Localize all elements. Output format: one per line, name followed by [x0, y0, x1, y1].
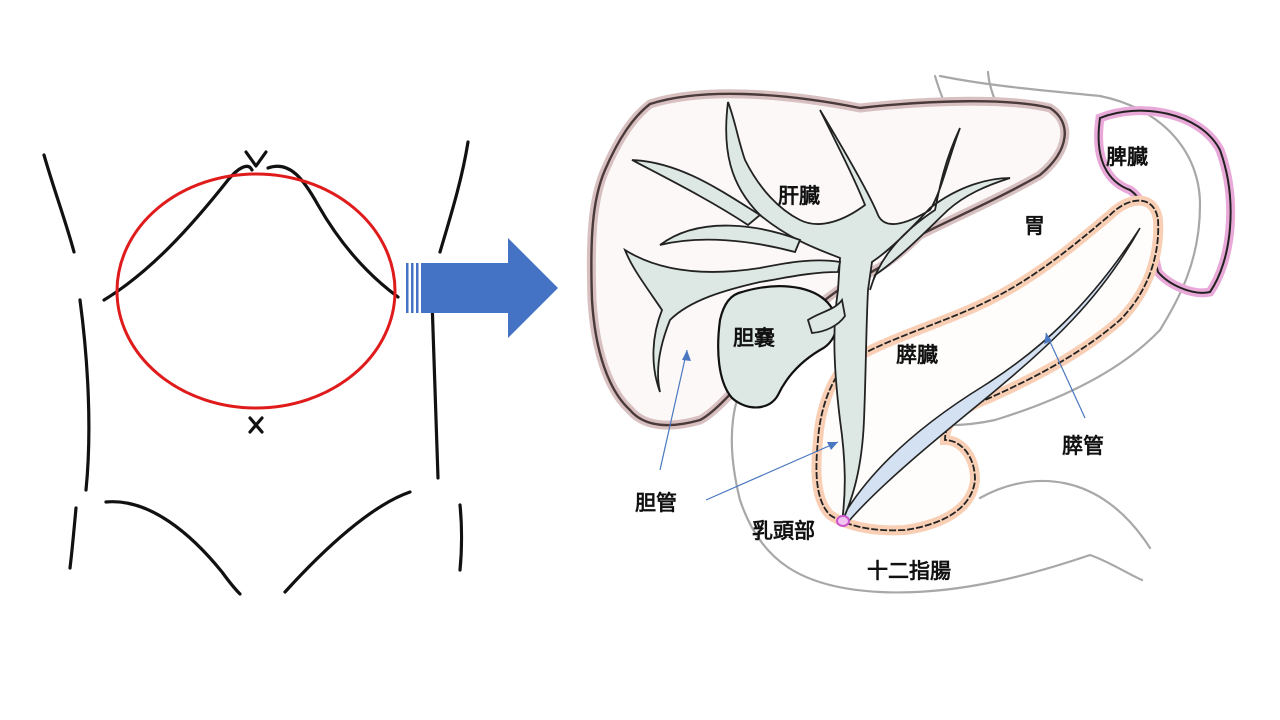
papilla-marker — [836, 515, 850, 527]
stomach-outline — [858, 74, 1202, 427]
pancreas — [811, 195, 1164, 536]
cystic-duct — [806, 297, 846, 334]
bile-duct-trunk — [725, 101, 1011, 523]
groin-right-curve — [283, 490, 412, 594]
organ-labels: 肝臓 胃 脾臓 胆嚢 膵臓 膵管 胆管 乳頭部 十二指腸 — [635, 145, 1148, 583]
label-gallbladder: 胆嚢 — [733, 326, 776, 350]
direction-arrow-icon — [406, 238, 558, 338]
bile-duct-lower-left-branch — [623, 247, 842, 393]
rib-cage-left — [102, 164, 254, 302]
spleen-outline — [1097, 109, 1232, 294]
duodenum — [730, 358, 1152, 594]
bile-duct-tree — [623, 101, 1011, 523]
label-papilla: 乳頭部 — [752, 519, 815, 543]
rib-cage-right — [266, 164, 400, 299]
leader-lines — [659, 332, 1086, 501]
label-stomach: 胃 — [1024, 214, 1045, 238]
torso-sketch — [42, 140, 470, 596]
pancreas-outline — [815, 199, 1160, 532]
bile-duct-left-branch-2 — [659, 224, 802, 254]
groin-left-curve — [104, 500, 242, 596]
focus-ellipse — [115, 172, 397, 410]
label-spleen: 脾臓 — [1106, 145, 1148, 169]
pelvis-left-line — [68, 506, 78, 570]
spleen — [1094, 106, 1236, 298]
torso-left-side-lower — [78, 298, 91, 492]
pelvis-right-line — [458, 503, 464, 572]
navel-mark-icon — [248, 416, 264, 434]
gallbladder-shape — [717, 285, 838, 409]
leader-arrowheads — [682, 333, 1052, 450]
arrowhead-bile-duct-lower — [827, 442, 838, 450]
leader-line-pancreatic-duct — [1045, 332, 1086, 419]
bile-duct-left-branch — [631, 159, 762, 227]
pancreatic-duct-shape — [840, 227, 1141, 524]
label-liver: 肝臓 — [778, 184, 820, 208]
organ-diagram: 肝臓 胃 脾臓 胆嚢 膵臓 膵管 胆管 乳頭部 十二指腸 — [586, 70, 1236, 594]
torso-right-side-upper — [438, 140, 470, 254]
duodenum-outline — [730, 358, 1144, 594]
leader-line-bile-duct-upper — [659, 349, 688, 471]
torso-left-side-upper — [42, 153, 76, 254]
leader-line-bile-duct-lower — [705, 441, 839, 501]
label-pancreas: 膵臓 — [896, 343, 938, 367]
label-duodenum: 十二指腸 — [867, 559, 951, 583]
label-pancreatic-duct: 膵管 — [1062, 434, 1104, 458]
torso-right-side-lower — [430, 298, 440, 480]
arrowhead-bile-duct-upper — [682, 350, 691, 361]
arrowhead-pancreatic-duct — [1044, 333, 1052, 344]
duodenum-inner-line — [978, 479, 1152, 550]
label-bile-duct: 胆管 — [635, 491, 677, 515]
gallbladder — [717, 285, 838, 409]
sternum-notch-icon — [244, 150, 268, 168]
